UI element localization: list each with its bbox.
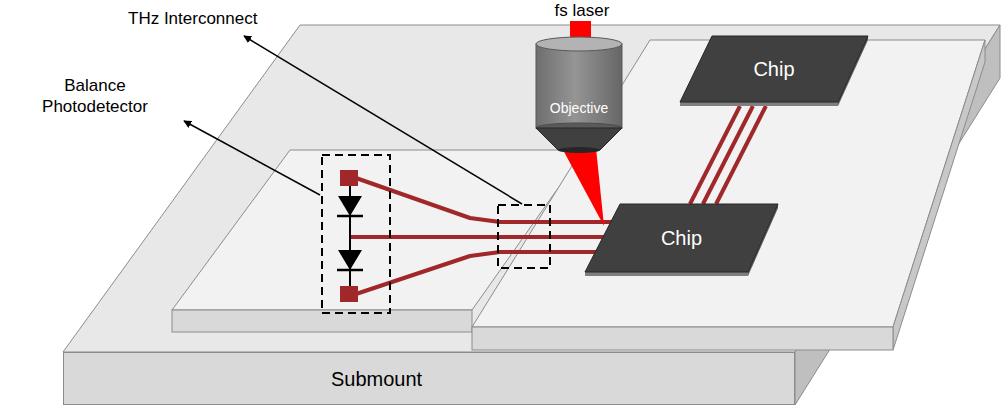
objective-lens xyxy=(558,147,600,153)
node-text: Submount xyxy=(331,367,422,391)
chip-edge xyxy=(585,272,748,276)
objective-body xyxy=(536,44,622,128)
objective-lens-box: Objective xyxy=(534,36,624,154)
right-plate-side xyxy=(893,40,985,350)
chip-face xyxy=(585,204,778,272)
leader-arrow xyxy=(184,121,320,195)
interconnect-outline xyxy=(498,205,550,268)
objective-nose xyxy=(536,128,622,150)
callout-label: Balance Photodetector xyxy=(20,75,170,118)
objective-shape xyxy=(534,36,624,154)
node-text: Chip xyxy=(753,57,794,81)
node-text: Objective xyxy=(550,100,608,117)
callout-label: THz Interconnect xyxy=(128,8,288,29)
chip-edge xyxy=(680,102,838,106)
detector-outline xyxy=(322,155,390,313)
signal-trace xyxy=(356,252,600,294)
diode-symbol xyxy=(338,196,362,216)
diode-bar xyxy=(337,269,363,272)
signal-trace xyxy=(350,235,606,239)
signal-trace xyxy=(356,178,614,222)
callout-label: fs laser xyxy=(532,0,632,21)
chip-box: Chip xyxy=(585,204,778,276)
submount-face: Submount xyxy=(63,352,795,405)
diode-bar xyxy=(337,215,363,218)
diode-symbol xyxy=(338,250,362,270)
right-plate-front xyxy=(472,327,893,350)
contact-pad xyxy=(340,170,358,186)
chip-box: Chip xyxy=(680,36,868,106)
objective-top xyxy=(536,37,622,51)
contact-pad xyxy=(340,286,358,302)
chip-link-trace xyxy=(690,106,740,204)
submount-top xyxy=(63,25,1000,352)
chip-face xyxy=(680,36,868,102)
leader-arrow xyxy=(244,36,522,204)
laser-focus xyxy=(562,148,604,226)
chip-link-trace xyxy=(703,106,753,204)
chip-link-trace xyxy=(716,106,766,204)
node-text: Chip xyxy=(661,226,702,250)
